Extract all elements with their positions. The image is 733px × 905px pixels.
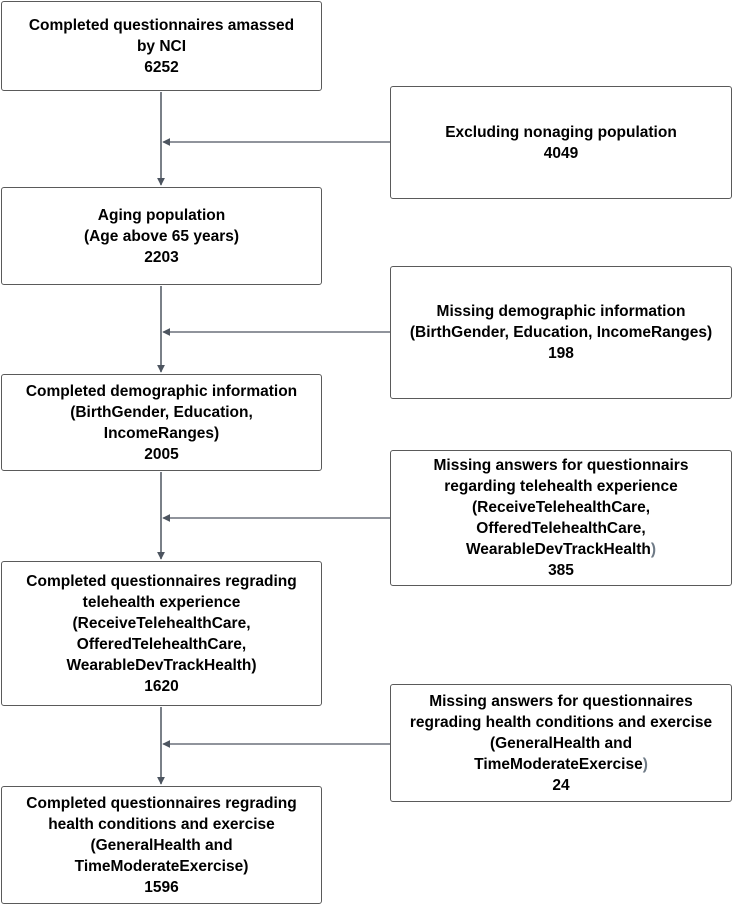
exclusion-text: Missing answers for questionnaires bbox=[429, 692, 693, 710]
step-text: Completed questionnaires regrading bbox=[26, 794, 297, 812]
step-box-demographic-info: Completed demographic information (Birth… bbox=[1, 374, 322, 471]
exclusion-text: Excluding nonaging population bbox=[445, 123, 677, 141]
step-box-questionnaires-amassed: Completed questionnaires amassed by NCI … bbox=[1, 1, 322, 91]
step-box-telehealth-experience: Completed questionnaires regrading teleh… bbox=[1, 561, 322, 706]
step-text: Completed demographic information bbox=[25, 382, 298, 400]
step-text: (ReceiveTelehealthCare, bbox=[72, 614, 251, 632]
exclusion-text: regrading health conditions and exercise bbox=[409, 713, 713, 731]
exclusion-count: 198 bbox=[548, 345, 574, 362]
step-count: 2005 bbox=[144, 445, 179, 463]
closing-paren: ) bbox=[650, 541, 657, 558]
step-count: 6252 bbox=[144, 58, 179, 76]
closing-paren: ) bbox=[642, 755, 648, 773]
step-text: IncomeRanges) bbox=[103, 424, 220, 442]
step-count: 2203 bbox=[144, 248, 179, 266]
step-text: (GeneralHealth and bbox=[90, 836, 233, 854]
exclusion-text: OfferedTelehealthCare, bbox=[476, 520, 646, 537]
step-text: (BirthGender, Education, bbox=[70, 403, 253, 421]
step-text: by NCI bbox=[136, 37, 187, 55]
exclusion-box-nonaging: Excluding nonaging population 4049 bbox=[390, 86, 732, 199]
exclusion-text: WearableDevTrackHealth bbox=[465, 541, 651, 558]
exclusion-text: regarding telehealth experience bbox=[444, 478, 678, 495]
step-text: WearableDevTrackHealth) bbox=[66, 656, 257, 674]
exclusion-box-missing-telehealth: Missing answers for questionnairs regard… bbox=[390, 450, 732, 586]
step-count: 1620 bbox=[144, 677, 179, 695]
exclusion-text: Missing answers for questionnairs bbox=[433, 457, 689, 474]
step-text: TimeModerateExercise) bbox=[74, 857, 249, 875]
exclusion-text: (GeneralHealth and bbox=[489, 734, 633, 752]
exclusion-box-missing-health-conditions: Missing answers for questionnaires regra… bbox=[390, 684, 732, 802]
exclusion-text: TimeModerateExercise bbox=[474, 755, 643, 773]
step-count: 1596 bbox=[144, 878, 179, 896]
step-text: telehealth experience bbox=[82, 593, 241, 611]
exclusion-count: 4049 bbox=[543, 144, 579, 162]
exclusion-text: Missing demographic information bbox=[436, 303, 686, 320]
step-text: Completed questionnaires amassed bbox=[28, 16, 295, 34]
exclusion-box-missing-demographic: Missing demographic information (BirthGe… bbox=[390, 266, 732, 399]
step-text: (Age above 65 years) bbox=[83, 227, 240, 245]
exclusion-count: 385 bbox=[548, 562, 574, 579]
step-box-aging-population: Aging population (Age above 65 years) 22… bbox=[1, 187, 322, 285]
exclusion-text-last-line: WearableDevTrackHealth) bbox=[466, 539, 656, 560]
step-text: Completed questionnaires regrading bbox=[26, 572, 297, 590]
step-text: Aging population bbox=[97, 206, 226, 224]
exclusion-text: (BirthGender, Education, IncomeRanges) bbox=[409, 324, 713, 341]
exclusion-text-last-line: TimeModerateExercise) bbox=[474, 754, 648, 775]
exclusion-count: 24 bbox=[552, 776, 570, 794]
step-box-health-conditions: Completed questionnaires regrading healt… bbox=[1, 786, 322, 904]
step-text: health conditions and exercise bbox=[48, 815, 275, 833]
step-text: OfferedTelehealthCare, bbox=[76, 635, 247, 653]
exclusion-text: (ReceiveTelehealthCare, bbox=[471, 499, 651, 516]
